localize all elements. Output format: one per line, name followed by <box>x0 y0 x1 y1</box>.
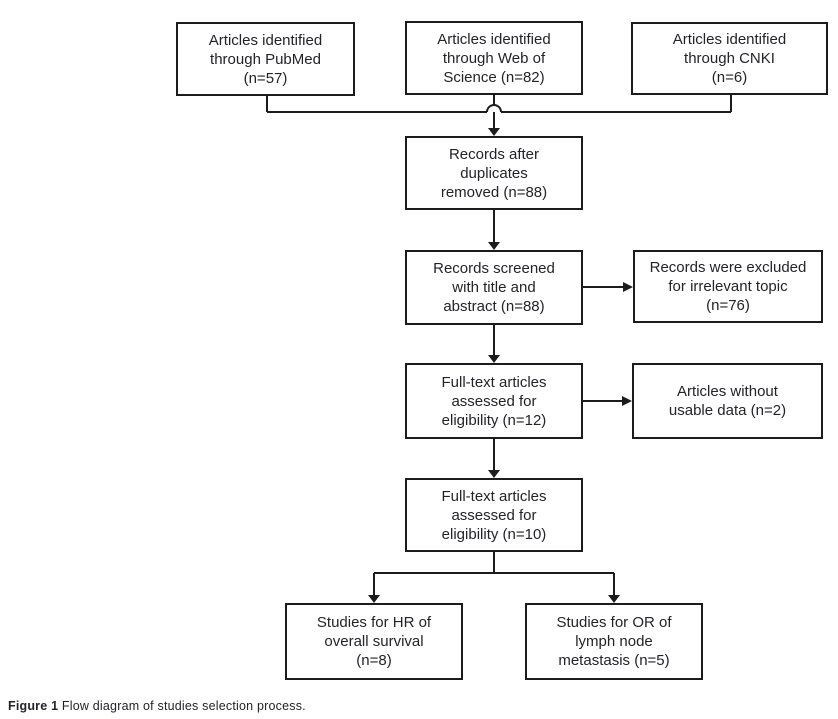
node-fulltext-assessed-10: Full-text articles assessed for eligibil… <box>405 478 583 552</box>
node-fulltext-assessed-12: Full-text articles assessed for eligibil… <box>405 363 583 439</box>
arrowhead-fulltext12 <box>488 355 500 363</box>
figure-caption: Figure 1 Flow diagram of studies selecti… <box>8 699 306 713</box>
arrowhead-fulltext10 <box>488 470 500 478</box>
node-articles-web-of-science: Articles identified through Web of Scien… <box>405 21 583 95</box>
arrowhead-nodata <box>622 396 632 406</box>
node-studies-hr-overall-survival: Studies for HR of overall survival (n=8) <box>285 603 463 680</box>
node-records-screened: Records screened with title and abstract… <box>405 250 583 325</box>
arrowhead-dedup <box>488 128 500 136</box>
figure-caption-text: Flow diagram of studies selection proces… <box>58 699 306 713</box>
connector-hop-arc <box>486 104 502 113</box>
arrowhead-excluded <box>623 282 633 292</box>
arrowhead-or <box>608 595 620 603</box>
arrowhead-hr <box>368 595 380 603</box>
arrowhead-screened <box>488 242 500 250</box>
node-excluded-irrelevant-topic: Records were excluded for irrelevant top… <box>633 250 823 323</box>
figure-caption-label: Figure 1 <box>8 699 59 713</box>
node-duplicates-removed: Records after duplicates removed (n=88) <box>405 136 583 210</box>
node-articles-cnki: Articles identified through CNKI (n=6) <box>631 22 828 95</box>
node-no-usable-data: Articles without usable data (n=2) <box>632 363 823 439</box>
node-studies-or-lymph-node: Studies for OR of lymph node metastasis … <box>525 603 703 680</box>
node-articles-pubmed: Articles identified through PubMed (n=57… <box>176 22 355 96</box>
